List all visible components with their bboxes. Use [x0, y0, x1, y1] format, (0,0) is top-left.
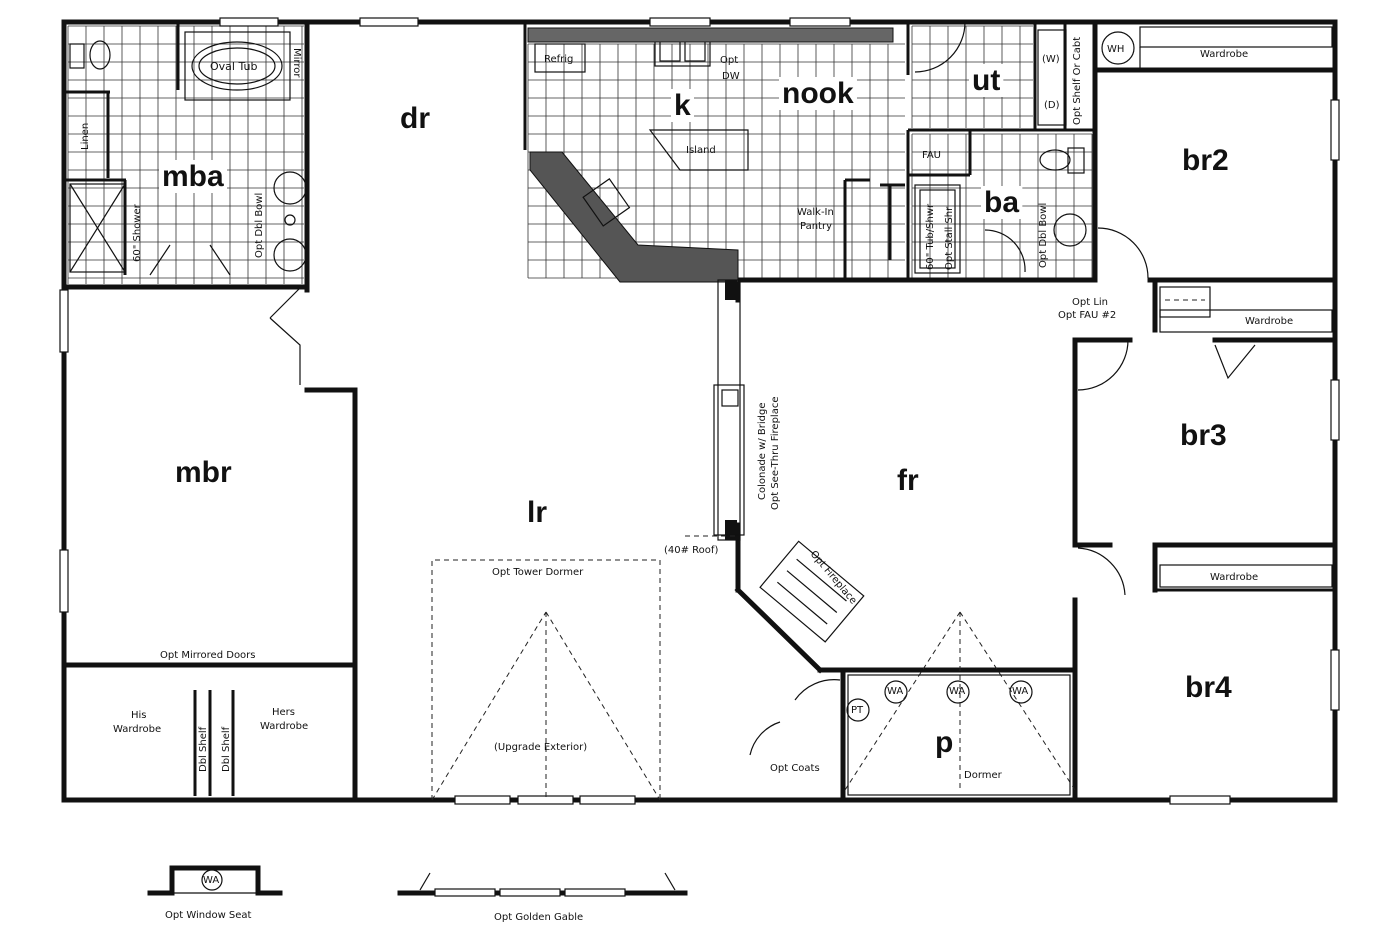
- interior-walls: [61, 19, 1338, 803]
- opt-window-seat-label: Opt Window Seat: [165, 910, 252, 921]
- ba-vanity-label: Opt Dbl Bowl: [1038, 203, 1049, 268]
- tub-shwr-label: 60" Tub/Shwr: [925, 203, 936, 270]
- wh-label: WH: [1107, 44, 1124, 55]
- opt-tower-dormer-label: Opt Tower Dormer: [492, 567, 584, 578]
- room-label-lr: lr: [527, 496, 547, 529]
- opt-fireplace-label: Opt Fireplace: [808, 549, 859, 607]
- colonade-label: Colonade w/ Bridge: [757, 403, 768, 500]
- linen-label: Linen: [80, 123, 91, 150]
- fixture-labels: Oval Tub Mirror Linen 60" Shower Opt Dbl…: [80, 37, 1293, 923]
- walk-in-label: Walk-In: [797, 207, 834, 218]
- opt-shelf-label: Opt Shelf Or Cabt: [1072, 37, 1083, 125]
- br2-wardrobe-label: Wardrobe: [1200, 49, 1248, 60]
- room-label-ba: ba: [984, 186, 1019, 219]
- ut-tile-grid: [911, 25, 1033, 128]
- opt-coats-label: Opt Coats: [770, 763, 820, 774]
- his-label: His: [131, 710, 147, 721]
- room-label-ut: ut: [972, 64, 1000, 97]
- shower-label: 60" Shower: [132, 203, 143, 262]
- dbl-shelf-label-2: Dbl Shelf: [221, 726, 232, 772]
- room-label-br4: br4: [1185, 671, 1232, 704]
- refrig-label: Refrig: [544, 54, 573, 65]
- dbl-shelf-label-1: Dbl Shelf: [198, 726, 209, 772]
- wa-label-1: WA: [887, 686, 903, 697]
- opt-label: Opt: [720, 55, 738, 66]
- fixtures: [69, 27, 1135, 722]
- opt-golden-gable-label: Opt Golden Gable: [494, 912, 583, 923]
- dw-label: DW: [722, 71, 740, 82]
- windows: [59, 17, 1340, 805]
- opt-mirrored-doors-label: Opt Mirrored Doors: [160, 650, 256, 661]
- wa-label-2: WA: [949, 686, 965, 697]
- room-label-dr: dr: [400, 102, 430, 135]
- dormer-outlines: [431, 535, 1076, 801]
- room-label-nook: nook: [782, 77, 854, 110]
- pantry-label: Pantry: [800, 221, 832, 232]
- roof-label: (40# Roof): [664, 545, 718, 556]
- br4-wardrobe-label: Wardrobe: [1210, 572, 1258, 583]
- upgrade-exterior-label: (Upgrade Exterior): [494, 742, 587, 753]
- room-label-br2: br2: [1182, 144, 1229, 177]
- pt-label: PT: [851, 705, 864, 716]
- window-seat-wa-label: WA: [203, 875, 219, 886]
- mirror-label: Mirror: [291, 48, 302, 78]
- room-label-mba: mba: [162, 160, 224, 193]
- br3-wardrobe-label: Wardrobe: [1245, 316, 1293, 327]
- opt-lin-label: Opt Lin: [1072, 297, 1108, 308]
- wardrobes: [1139, 26, 1333, 588]
- see-thru-fireplace-label: Opt See-Thru Fireplace: [770, 397, 781, 511]
- opt-stall-shr-label: Opt Stall Shr: [944, 206, 955, 270]
- opt-fau2-label: Opt FAU #2: [1058, 310, 1116, 321]
- room-label-mbr: mbr: [175, 456, 232, 489]
- door-swings: [149, 21, 1256, 756]
- room-label-br3: br3: [1180, 419, 1227, 452]
- oval-tub-label: Oval Tub: [210, 60, 257, 73]
- room-label-k: k: [674, 89, 691, 122]
- hers-wardrobe-label: Wardrobe: [260, 721, 308, 732]
- hers-label: Hers: [272, 707, 295, 718]
- island-label: Island: [686, 145, 716, 156]
- his-wardrobe-label: Wardrobe: [113, 724, 161, 735]
- room-label-p: p: [935, 726, 953, 759]
- mba-vanity-label: Opt Dbl Bowl: [254, 193, 265, 258]
- dormer-label: Dormer: [964, 770, 1003, 781]
- washer-label: (W): [1042, 54, 1060, 65]
- bottom-details: [147, 865, 688, 897]
- dryer-label: (D): [1044, 100, 1060, 111]
- mba-tile-grid: [67, 25, 304, 284]
- exterior-walls: [61, 19, 1338, 803]
- fau-label: FAU: [922, 150, 941, 161]
- room-label-fr: fr: [897, 464, 919, 497]
- room-labels: dr k nook ut br2 mba ba mbr lr fr br3 br…: [159, 64, 1235, 759]
- wa-label-3: WA: [1012, 686, 1028, 697]
